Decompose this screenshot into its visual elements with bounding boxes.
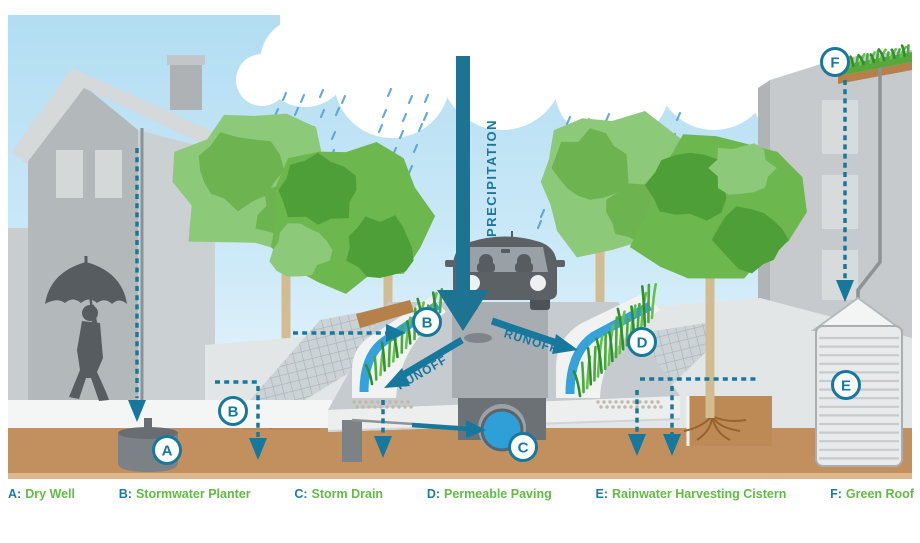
marker-b-planter: B <box>412 307 442 337</box>
marker-d: D <box>627 327 657 357</box>
legend-key: B: <box>118 487 132 501</box>
soil-bottom-strip <box>8 473 912 479</box>
legend-key: A: <box>8 487 22 501</box>
legend-item-dry-well: A:Dry Well <box>8 487 75 501</box>
house-window <box>95 150 122 198</box>
svg-text:B: B <box>422 315 433 332</box>
legend-label: Rainwater Harvesting Cistern <box>611 487 787 501</box>
background-building <box>8 228 30 408</box>
flow-line-swale-infiltration <box>635 386 674 434</box>
legend-key: F: <box>830 487 842 501</box>
house-icon <box>12 55 232 412</box>
tree-icon <box>629 134 807 418</box>
svg-text:C: C <box>518 440 529 457</box>
legend-label: Green Roof <box>845 487 914 501</box>
flow-arrowheads <box>128 280 854 460</box>
permeable-paving <box>250 303 410 400</box>
tree-icon <box>269 142 436 316</box>
building-window <box>822 250 858 300</box>
marker-a: A <box>152 435 182 465</box>
car-icon <box>445 231 565 310</box>
legend-key: E: <box>595 487 608 501</box>
svg-text:E: E <box>841 378 851 395</box>
drain-outflow-arrow <box>411 420 486 438</box>
legend-item-storm-drain: C:Storm Drain <box>294 487 383 501</box>
legend-label: Permeable Paving <box>444 487 552 501</box>
legend-key: C: <box>294 487 308 501</box>
person-umbrella-icon <box>45 256 127 401</box>
building-window <box>822 100 858 154</box>
legend-key: D: <box>426 487 441 501</box>
precipitation-label: PRECIPITATION <box>484 119 499 237</box>
marker-e: E <box>831 370 861 400</box>
building-window <box>822 175 858 229</box>
legend-label: Storm Drain <box>311 487 384 501</box>
legend-item-rainwater-cistern: E:Rainwater Harvesting Cistern <box>595 487 786 501</box>
precipitation-arrow: PRECIPITATION <box>437 56 499 331</box>
legend-label: Stormwater Planter <box>135 487 251 501</box>
svg-text:A: A <box>162 443 173 460</box>
legend-item-permeable-paving: D:Permeable Paving <box>427 487 552 501</box>
svg-text:D: D <box>637 335 648 352</box>
svg-text:F: F <box>830 55 839 72</box>
cistern-icon <box>810 296 906 467</box>
legend-label: Dry Well <box>25 487 75 501</box>
legend-item-stormwater-planter: B:Stormwater Planter <box>119 487 251 501</box>
marker-b-sidewalk: B <box>218 396 248 426</box>
legend-item-green-roof: F:Green Roof <box>830 487 914 501</box>
tree-roots-icon <box>683 415 747 441</box>
legend: A:Dry Well B:Stormwater Planter C:Storm … <box>8 487 914 501</box>
marker-c: C <box>508 432 538 462</box>
sidewalk-curb <box>8 400 332 428</box>
flow-line-sidewalk-infiltration <box>215 380 260 438</box>
svg-text:B: B <box>228 404 239 421</box>
bioswale-icon <box>556 282 663 409</box>
marker-f: F <box>820 47 850 77</box>
house-window <box>56 150 83 198</box>
